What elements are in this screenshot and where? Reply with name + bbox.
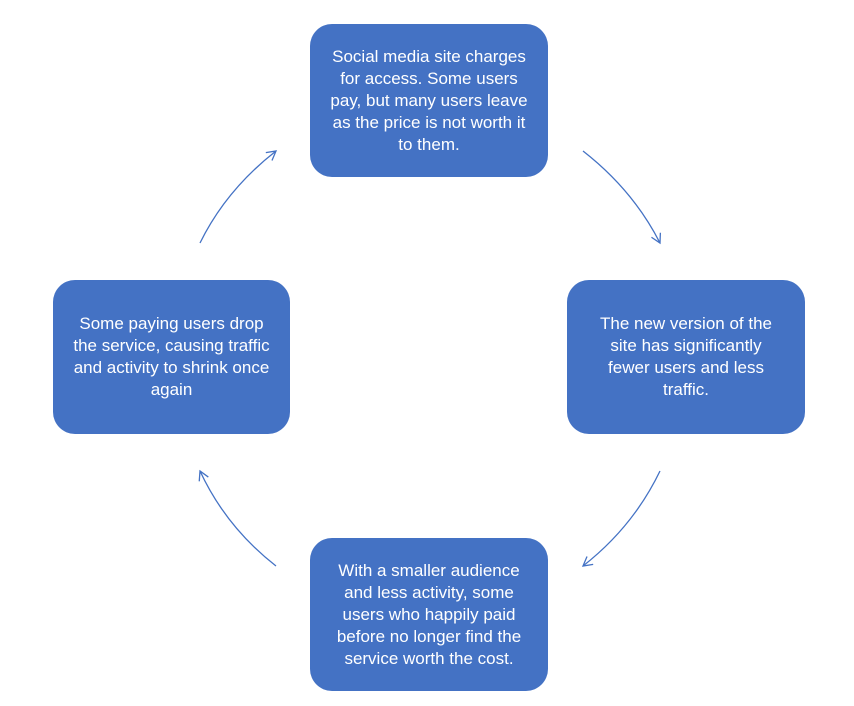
cycle-step-users-drop: Some paying users drop the service, caus… xyxy=(53,280,290,434)
cycle-step-text: Social media site charges for access. So… xyxy=(330,46,528,154)
arrow-left-to-top xyxy=(199,150,278,244)
arrow-right-to-bottom xyxy=(581,470,661,567)
cycle-step-not-worth-cost: With a smaller audience and less activit… xyxy=(310,538,548,691)
cycle-step-text: The new version of the site has signific… xyxy=(600,314,772,399)
arrow-top-to-right xyxy=(582,150,662,245)
arrow-bottom-to-left xyxy=(198,469,277,567)
cycle-step-charge-for-access: Social media site charges for access. So… xyxy=(310,24,548,177)
cycle-step-text: With a smaller audience and less activit… xyxy=(336,560,522,668)
cycle-step-text: Some paying users drop the service, caus… xyxy=(73,314,270,399)
cycle-step-fewer-users: The new version of the site has signific… xyxy=(567,280,805,434)
